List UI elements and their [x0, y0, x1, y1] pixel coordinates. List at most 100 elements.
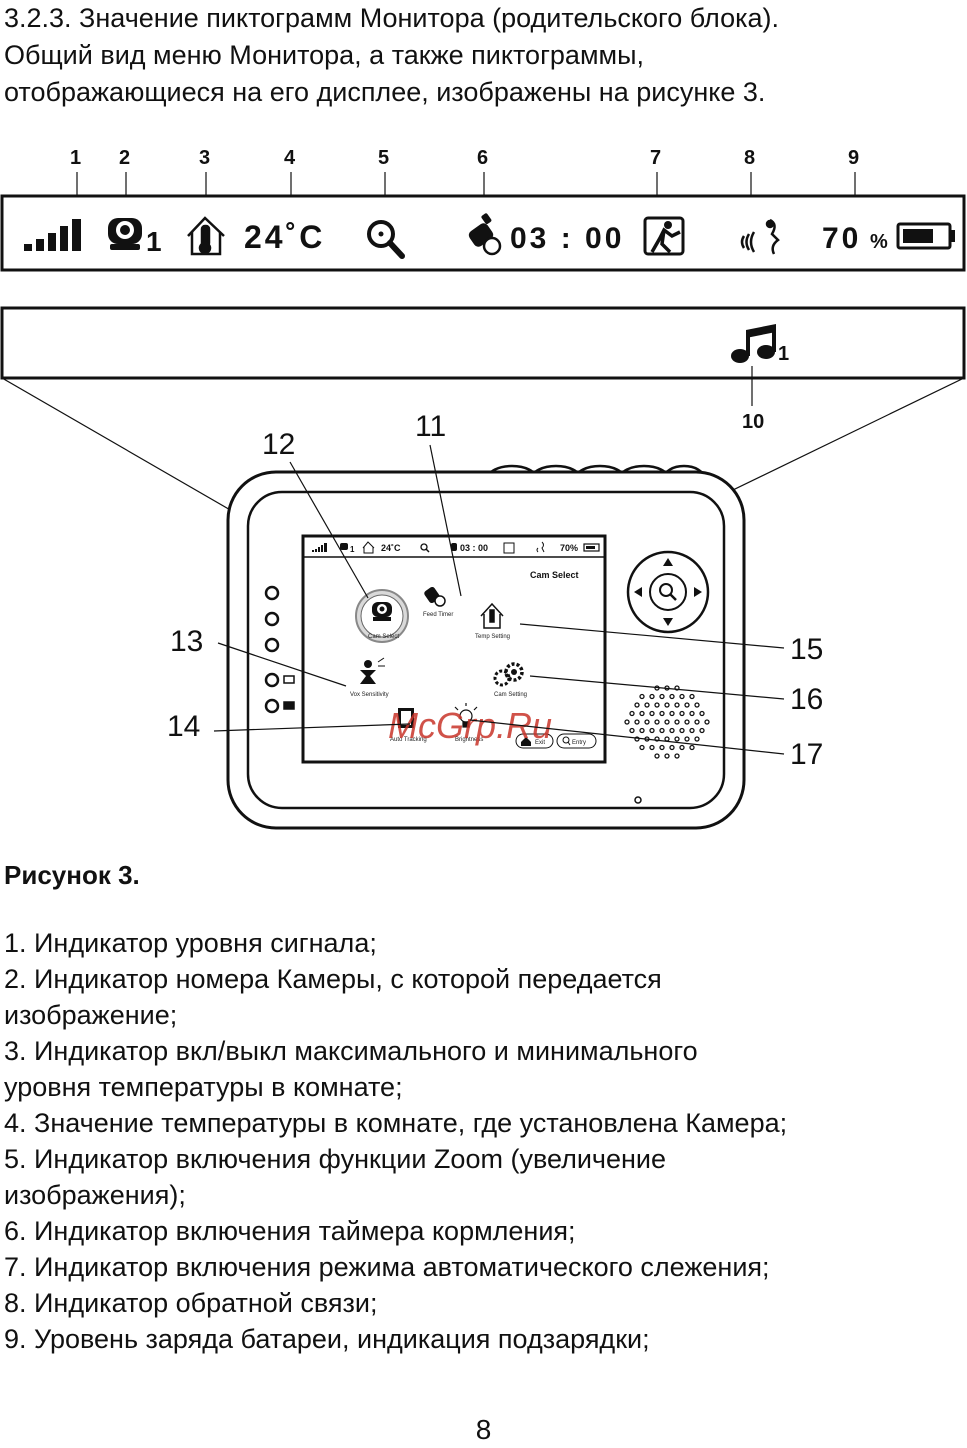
speaker-hole — [649, 744, 655, 751]
intro-line: отображающиеся на его дисплее, изображен… — [4, 77, 766, 107]
callout-13: 13 — [170, 625, 203, 658]
bulb-icon — [454, 703, 478, 728]
speaker-hole — [699, 710, 705, 717]
speaker-hole — [654, 736, 660, 742]
entry-label: Entry — [572, 740, 586, 746]
speaker-hole — [669, 693, 675, 700]
legend-item: 8. Индикатор обратной связи; — [4, 1288, 378, 1318]
menu-cam-setting[interactable]: Cam Setting — [493, 662, 527, 698]
speaker-hole — [674, 753, 680, 759]
menu-vox-sensitivity[interactable]: Vox Sensitivity — [350, 657, 389, 698]
speaker-hole — [649, 710, 655, 717]
legend-item: изображения); — [4, 1180, 186, 1210]
speaker-hole — [669, 727, 675, 734]
entry-button[interactable]: Entry — [556, 733, 597, 749]
camera-number: 1 — [146, 226, 162, 257]
speaker-hole — [704, 719, 710, 725]
feed-timer-value: 03 : 00 — [510, 222, 624, 255]
monitor-screen: 1 24˚C 03 : 00 70% Cam Select — [301, 534, 607, 764]
menu-auto-tracking[interactable]: Auto Tracking — [390, 708, 427, 743]
speaker-hole — [664, 719, 670, 725]
music-note-icon — [731, 324, 776, 363]
speaker-hole — [674, 702, 680, 708]
speaker-hole — [624, 719, 630, 725]
speaker-hole — [639, 693, 645, 700]
signal-icon — [24, 219, 81, 251]
speaker-hole — [674, 736, 680, 742]
speaker-hole — [639, 744, 645, 751]
exit-button[interactable]: Exit — [515, 733, 554, 749]
speaker-hole — [669, 710, 675, 717]
speaker-hole — [694, 736, 700, 742]
status-leds — [264, 585, 280, 714]
legend-list: 1. Индикатор уровня сигнала; 2. Индикато… — [4, 925, 964, 1357]
callout-15: 15 — [790, 633, 823, 666]
speaker-hole — [659, 710, 665, 717]
callout-11: 11 — [415, 410, 446, 443]
legend-item: 5. Индикатор включения функции Zoom (уве… — [4, 1144, 667, 1174]
callout-17: 17 — [790, 738, 823, 771]
menu-brightness[interactable]: Brightness — [454, 703, 483, 743]
led-charge-icons — [283, 675, 295, 710]
callout-7: 7 — [650, 147, 661, 169]
speaker-hole — [659, 727, 665, 734]
speaker-hole — [699, 727, 705, 734]
menu-cam-select[interactable]: Cam Select — [355, 589, 409, 643]
speaker-hole — [689, 693, 695, 700]
speaker-hole — [674, 719, 680, 725]
speaker-hole — [689, 727, 695, 734]
speaker-hole — [684, 736, 690, 742]
speaker-hole — [659, 744, 665, 751]
speaker-hole — [649, 727, 655, 734]
legend-item: 1. Индикатор уровня сигнала; — [4, 928, 377, 958]
intro-paragraph: 3.2.3. Значение пиктограмм Монитора (род… — [4, 0, 964, 111]
status-leaders — [76, 172, 856, 212]
callout-9: 9 — [848, 147, 859, 169]
status-bar: 1 24˚C 03 : 00 — [0, 194, 966, 272]
speaker-hole — [664, 753, 670, 759]
callout-1: 1 — [70, 147, 81, 169]
watermark: McGrp.Ru — [388, 705, 552, 746]
device-leaders — [213, 444, 785, 755]
thermometer-house-icon — [480, 602, 504, 629]
screen-title: Cam Select — [530, 570, 579, 580]
speaker-hole — [694, 719, 700, 725]
zoom-icon — [367, 220, 405, 259]
menu-label: Vox Sensitivity — [350, 692, 389, 698]
speaker-hole — [634, 736, 640, 742]
speaker-hole — [689, 710, 695, 717]
callout-12: 12 — [262, 428, 295, 461]
menu-label: Brightness — [455, 737, 483, 743]
mini-status-bar: 1 24˚C 03 : 00 70% — [303, 541, 605, 558]
legend-item: 4. Значение температуры в комнате, где у… — [4, 1108, 788, 1138]
legend-item: 7. Индикатор включения режима автоматиче… — [4, 1252, 770, 1282]
baby-icon — [360, 657, 385, 684]
menu-temp-setting[interactable]: Temp Setting — [475, 602, 510, 640]
legend-item: 6. Индикатор включения таймера кормления… — [4, 1216, 576, 1246]
legend-item: уровня температуры в комнате; — [4, 1072, 403, 1102]
camera-icon — [372, 602, 392, 621]
callout-5: 5 — [378, 147, 389, 169]
status-callouts: 1 2 3 4 5 6 7 8 9 — [70, 147, 859, 169]
speaker-hole — [669, 744, 675, 751]
callout-3: 3 — [199, 147, 210, 169]
mini-battery: 70% — [560, 543, 578, 553]
speaker-hole — [634, 719, 640, 725]
speaker-hole — [644, 702, 650, 708]
gear-icon — [493, 662, 524, 687]
legend-item: 9. Уровень заряда батареи, индикация под… — [4, 1324, 650, 1354]
legend-item: 2. Индикатор номера Камеры, с которой пе… — [4, 964, 662, 994]
callout-8: 8 — [744, 147, 755, 169]
speaker-hole — [684, 719, 690, 725]
speaker-hole — [634, 702, 640, 708]
speaker-hole — [684, 702, 690, 708]
speaker-hole — [629, 727, 635, 734]
speaker-hole — [694, 702, 700, 708]
legend-item: 3. Индикатор вкл/выкл максимального и ми… — [4, 1036, 698, 1066]
speaker-hole — [654, 719, 660, 725]
menu-feed-timer[interactable]: Feed Timer — [423, 586, 453, 618]
menu-label: Auto Tracking — [390, 737, 427, 743]
auto-tracking-icon — [643, 216, 685, 256]
speaker-hole — [639, 710, 645, 717]
speaker-hole — [674, 685, 680, 691]
